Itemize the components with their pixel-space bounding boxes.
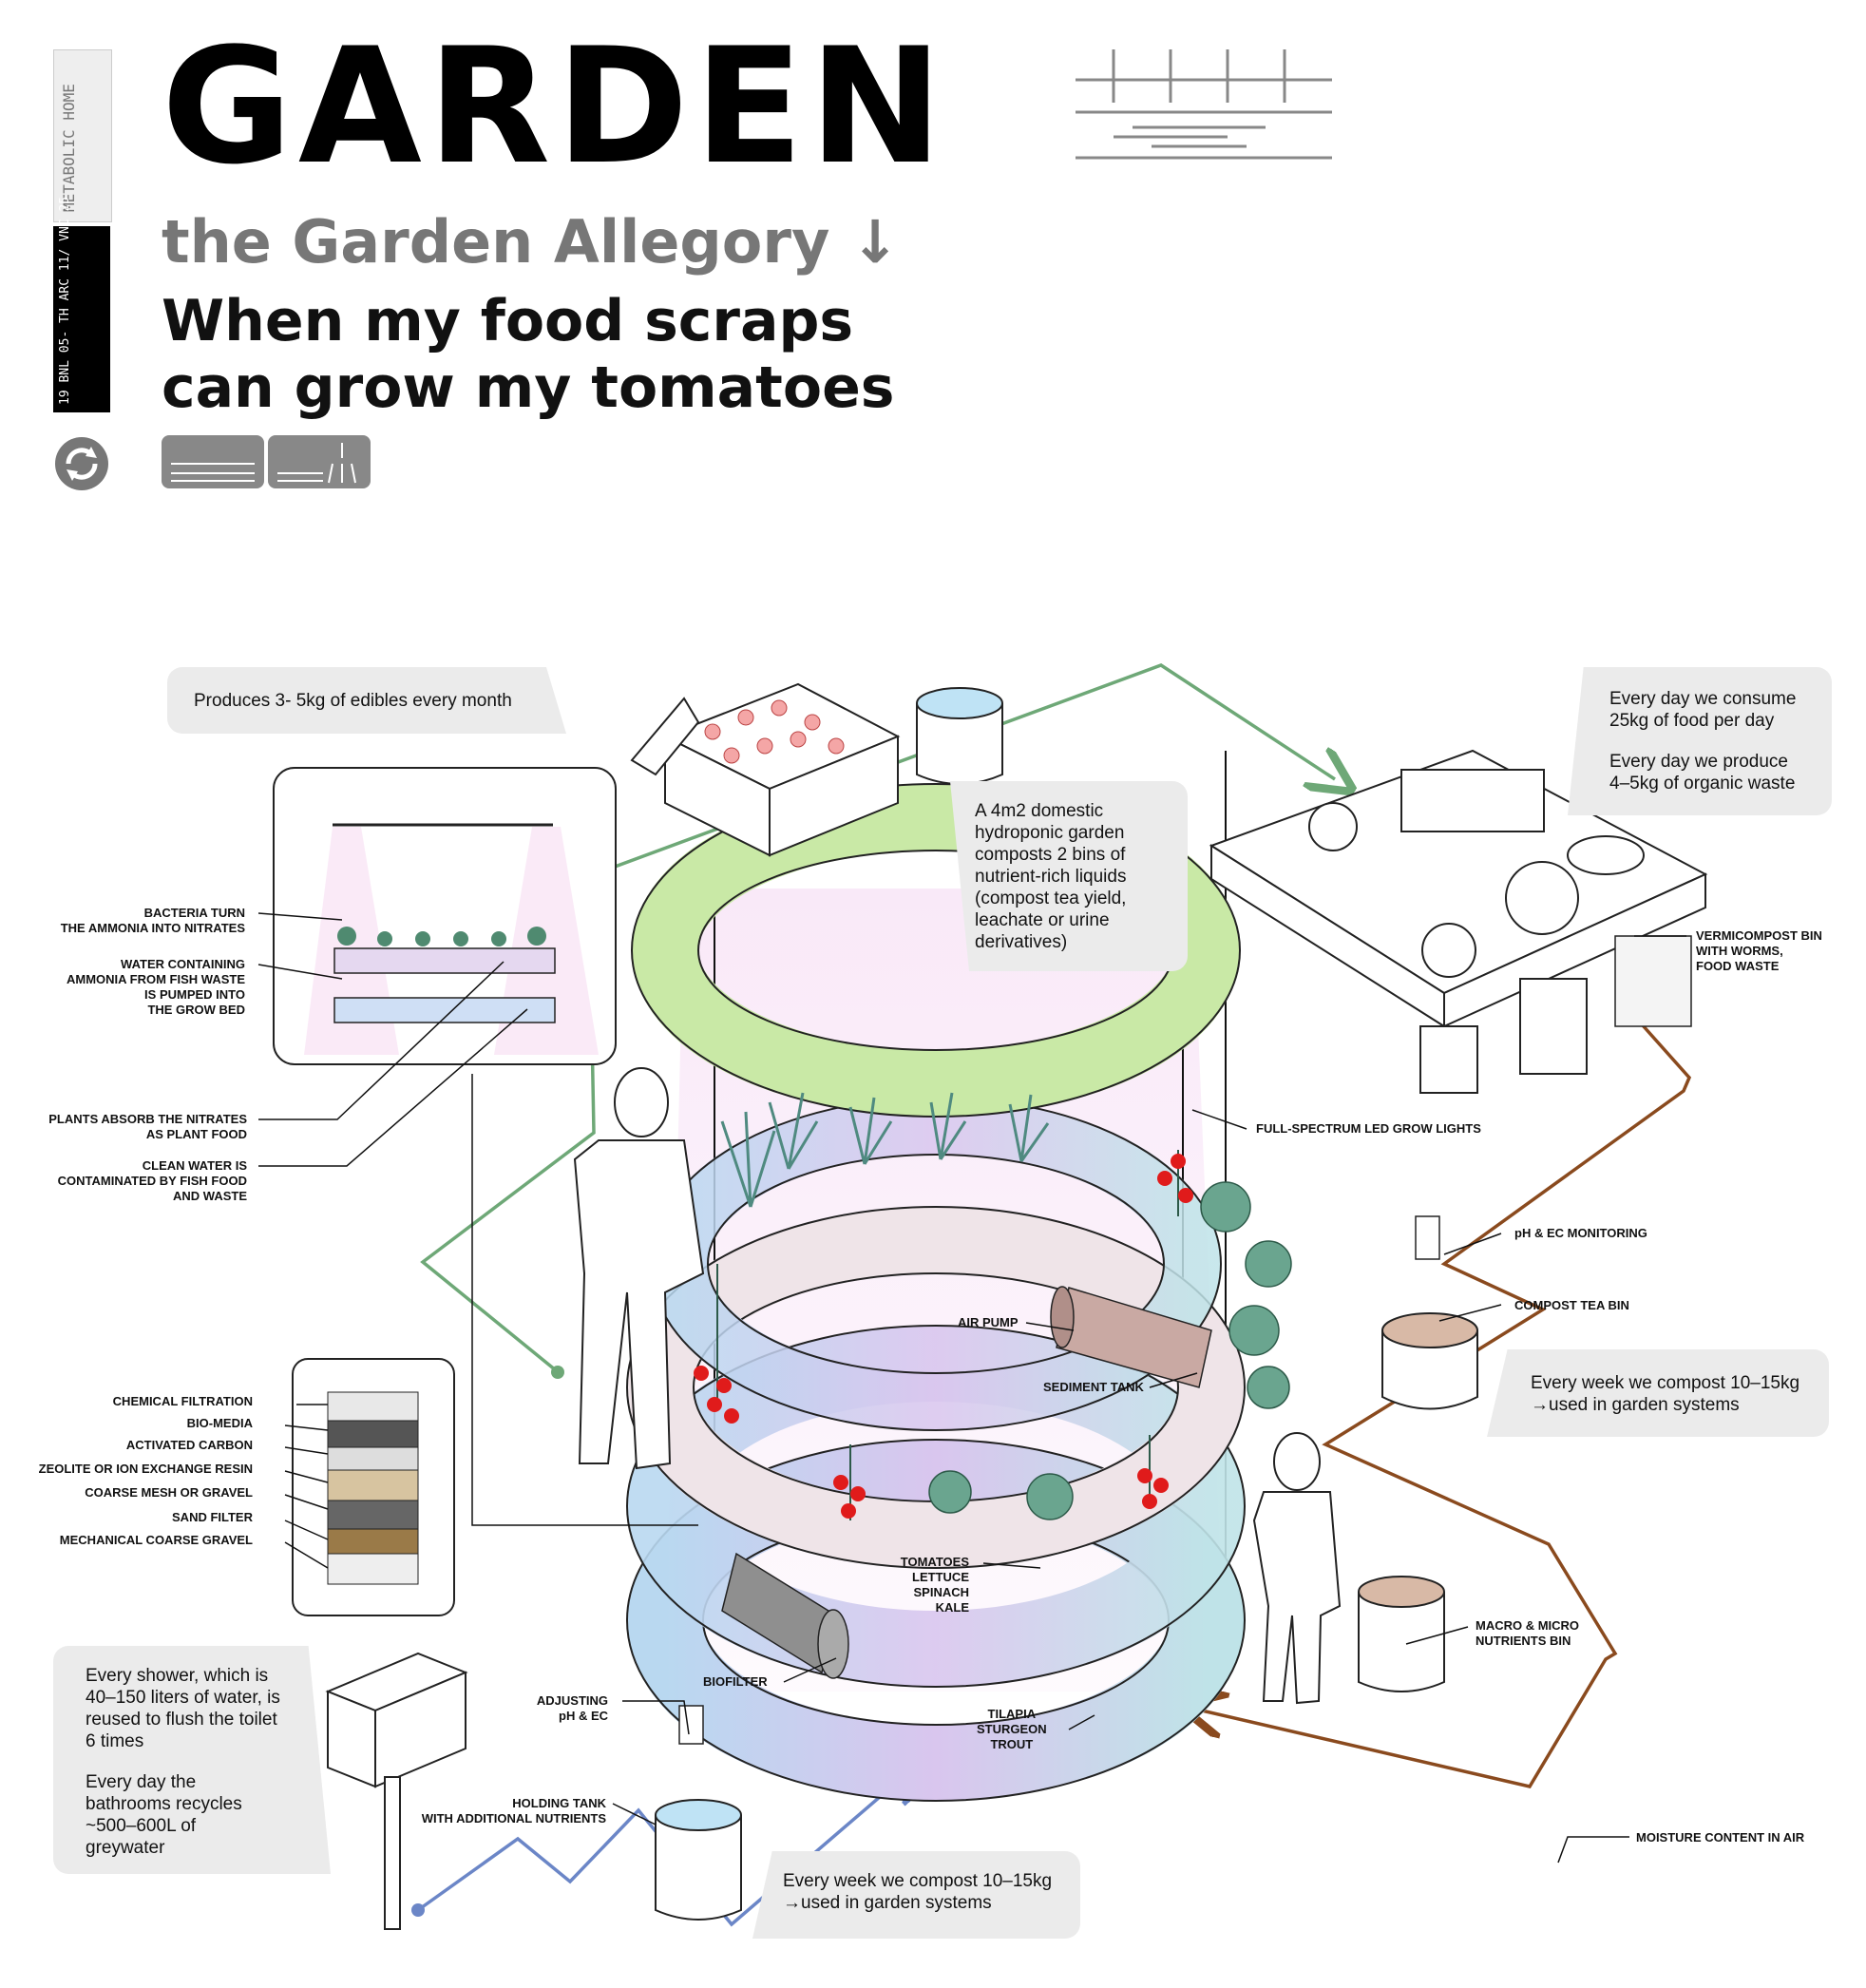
- recycle-icon: [55, 437, 108, 490]
- garden-glyph-icon: [1076, 49, 1332, 160]
- label-biomedia: BIO-MEDIA: [186, 1416, 253, 1430]
- brown-flow-line: [1202, 1005, 1692, 1788]
- vermicompost-bin: [1567, 835, 1692, 1027]
- label-air-pump: AIR PUMP: [958, 1315, 1019, 1329]
- macro-nutrients-bin: [1358, 1576, 1445, 1692]
- child-figure: [1252, 1432, 1342, 1705]
- compost-bottom-callout: Every week we compost 10–15kg→used in ga…: [752, 1851, 1080, 1939]
- blue-flow-start: [411, 1903, 425, 1917]
- label-plants: TOMATOES LETTUCE SPINACH KALE: [900, 1555, 969, 1615]
- label-holding: HOLDING TANK WITH ADDITIONAL NUTRIENTS: [421, 1796, 606, 1826]
- label-sand: SAND FILTER: [172, 1510, 253, 1524]
- leafy-plants: [928, 1181, 1292, 1520]
- planter-box: [630, 682, 901, 857]
- kitchen-shower-icons: [162, 435, 371, 488]
- label-zeolite: ZEOLITE OR ION EXCHANGE RESIN: [38, 1462, 253, 1476]
- label-compost-tea: COMPOST TEA BIN: [1514, 1298, 1629, 1312]
- biofilter-tank: [721, 1552, 849, 1679]
- label-chemical: CHEMICAL FILTRATION: [112, 1394, 253, 1408]
- label-adjust-ph: ADJUSTING pH & EC: [536, 1693, 608, 1723]
- label-bacteria: BACTERIA TURN THE AMMONIA INTO NITRATES: [60, 906, 245, 935]
- filter-layers: [327, 1391, 419, 1585]
- adult-figure: [573, 1067, 705, 1470]
- greywater-box: [325, 1652, 468, 1930]
- biofilter-ring: [626, 1325, 1246, 1688]
- page-title: GARDEN: [162, 13, 949, 200]
- arrow-down-icon: ↓: [849, 207, 900, 277]
- tomato-fruits: [694, 1154, 1193, 1519]
- side-label-box: METABOLIC HOME: [53, 49, 112, 222]
- sediment-tank: [1050, 1286, 1212, 1388]
- label-macro: MACRO & MICRO NUTRIENTS BIN: [1476, 1618, 1580, 1648]
- label-carbon: ACTIVATED CARBON: [125, 1438, 253, 1452]
- crop-leaves: [720, 1092, 1050, 1208]
- label-fish: TILAPIA STURGEON TROUT: [977, 1707, 1047, 1751]
- subtitle: the Garden Allegory ↓: [162, 207, 900, 277]
- leader-lines: [257, 912, 1686, 1864]
- label-clean-water: CLEAN WATER IS CONTAMINATED BY FISH FOOD…: [57, 1158, 247, 1203]
- green-flow-start: [551, 1366, 564, 1379]
- label-water-ammonia: WATER CONTAINING AMMONIA FROM FISH WASTE…: [66, 957, 245, 1017]
- label-mechanical: MECHANICAL COARSE GRAVEL: [59, 1533, 253, 1547]
- label-moisture: MOISTURE CONTENT IN AIR: [1636, 1830, 1805, 1845]
- side-code-box: 19 BNL 05- TH ARC 11/ VNC 25: [53, 197, 110, 412]
- compost-tea-bin: [1381, 1215, 1478, 1410]
- fish-bucket: [916, 687, 1003, 785]
- label-vermicompost: VERMICOMPOST BIN WITH WORMS, FOOD WASTE: [1696, 928, 1822, 973]
- holding-tank: [655, 1705, 742, 1921]
- label-coarse-mesh: COARSE MESH OR GRAVEL: [85, 1485, 253, 1500]
- greywater-callout: Every shower, which is 40–150 liters of …: [53, 1646, 331, 1874]
- label-led: FULL-SPECTRUM LED GROW LIGHTS: [1256, 1121, 1481, 1136]
- label-ph-monitor: pH & EC MONITORING: [1514, 1226, 1647, 1240]
- edibles-callout: Produces 3- 5kg of edibles every month: [167, 667, 566, 734]
- planter-fruits: [704, 699, 845, 764]
- blue-flow-line: [416, 1773, 907, 1927]
- compost-right-callout: Every week we compost 10–15kg→used in ga…: [1487, 1349, 1829, 1437]
- label-sediment: SEDIMENT TANK: [1043, 1380, 1144, 1394]
- label-plants-absorb: PLANTS ABSORB THE NITRATES AS PLANT FOOD: [48, 1112, 247, 1141]
- garden-desc-callout: A 4m2 domestic hydroponic garden compost…: [950, 781, 1188, 971]
- label-biofilter: BIOFILTER: [703, 1674, 768, 1689]
